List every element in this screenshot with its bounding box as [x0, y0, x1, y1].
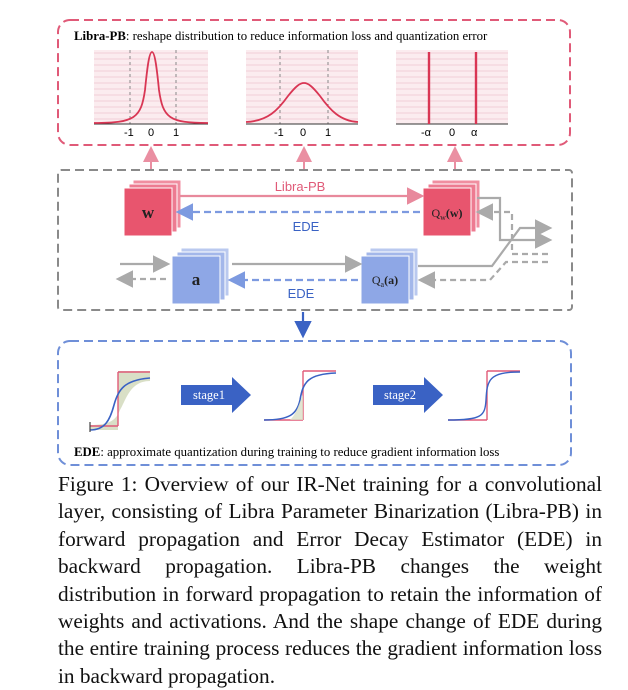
caption-label: Figure 1:: [58, 472, 138, 496]
quantized-weight-block: Qw(w): [422, 179, 481, 237]
svg-text:-1: -1: [124, 127, 134, 139]
layer-panel: [57, 169, 573, 311]
svg-text:w: w: [142, 203, 155, 222]
libra-pb-arrow-label: Libra-PB: [275, 179, 326, 194]
svg-text:0: 0: [300, 127, 306, 139]
stage2-arrow: stage2: [373, 377, 443, 413]
libra-pb-panel-title: Libra-PB: reshape distribution to reduce…: [74, 29, 488, 43]
libra-pb-panel: [57, 19, 571, 146]
svg-text:stage1: stage1: [193, 388, 225, 402]
svg-text:a: a: [192, 270, 201, 289]
ede-arrow-top-label: EDE: [293, 219, 320, 234]
figure-diagram: Libra-PB: reshape distribution to reduce…: [57, 19, 573, 466]
quantized-activation-block: Qa(a): [360, 247, 419, 305]
caption-text: Overview of our IR-Net training for a co…: [58, 472, 602, 688]
distribution-plot-3: -α 0 α: [396, 50, 508, 139]
svg-text:1: 1: [325, 127, 331, 139]
ede-arrow-bottom-label: EDE: [288, 286, 315, 301]
stage1-arrow: stage1: [181, 377, 251, 413]
svg-text:1: 1: [173, 127, 179, 139]
ede-curve-1: [89, 371, 151, 432]
ede-panel: [57, 340, 572, 466]
svg-text:-α: -α: [421, 127, 432, 139]
svg-text:stage2: stage2: [384, 388, 416, 402]
svg-text:0: 0: [449, 127, 455, 139]
ede-curve-2: [263, 370, 337, 421]
svg-text:α: α: [471, 127, 478, 139]
distribution-plot-1: -1 0 1: [93, 50, 209, 139]
svg-text:Qa(a): Qa(a): [372, 273, 398, 289]
weight-block: w: [123, 179, 182, 237]
svg-text:0: 0: [148, 127, 154, 139]
ede-curve-3: [447, 370, 521, 421]
output-routing: [417, 196, 553, 289]
svg-text:Qw(w): Qw(w): [431, 206, 462, 222]
activation-block: a: [171, 247, 230, 305]
distribution-plot-2: -1 0 1: [245, 50, 359, 139]
ede-panel-title: EDE: approximate quantization during tra…: [74, 445, 499, 459]
figure-caption: Figure 1: Overview of our IR-Net trainin…: [58, 471, 602, 690]
svg-text:-1: -1: [274, 127, 284, 139]
